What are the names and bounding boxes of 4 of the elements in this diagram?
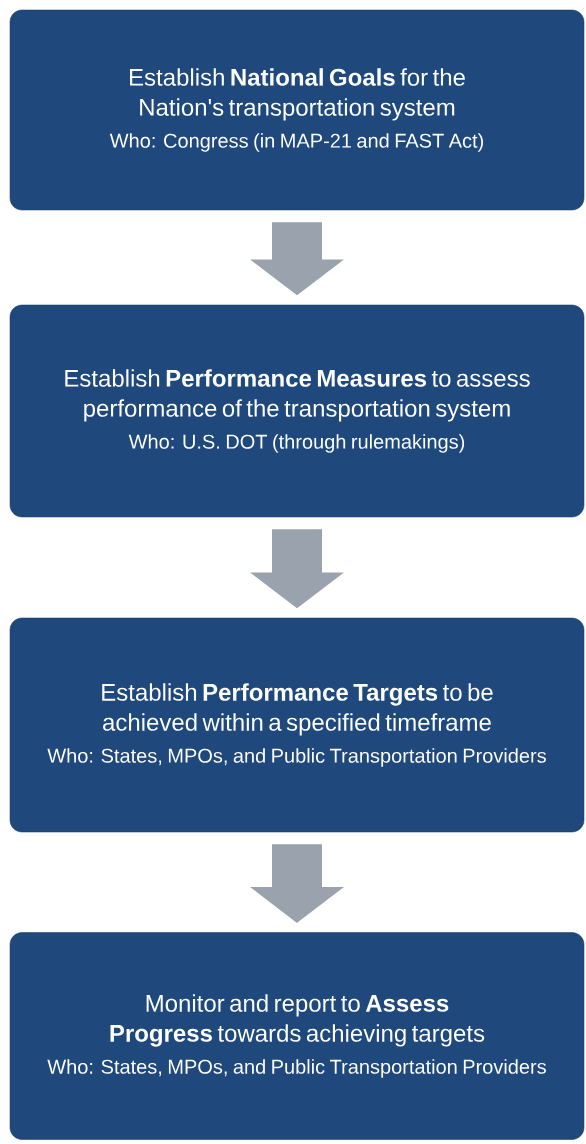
- process-box: Establish Performance Measures to assess performance of the transportation system Who: U.S. DOT (through rulemakings): [9, 304, 585, 518]
- process-box: Monitor and report to Assess Progress towards achieving targets Who: States, MPOs, and Public Transportation Providers: [9, 932, 585, 1140]
- process-box: Establish National Goals for the Nation's transportation system Who: Congress (in MAP-21 and FAST Act): [9, 9, 585, 211]
- process-box: Establish Performance Targets to be achieved within a specified timeframe Who: States, MPOs, and Public Transportation Providers: [9, 617, 585, 833]
